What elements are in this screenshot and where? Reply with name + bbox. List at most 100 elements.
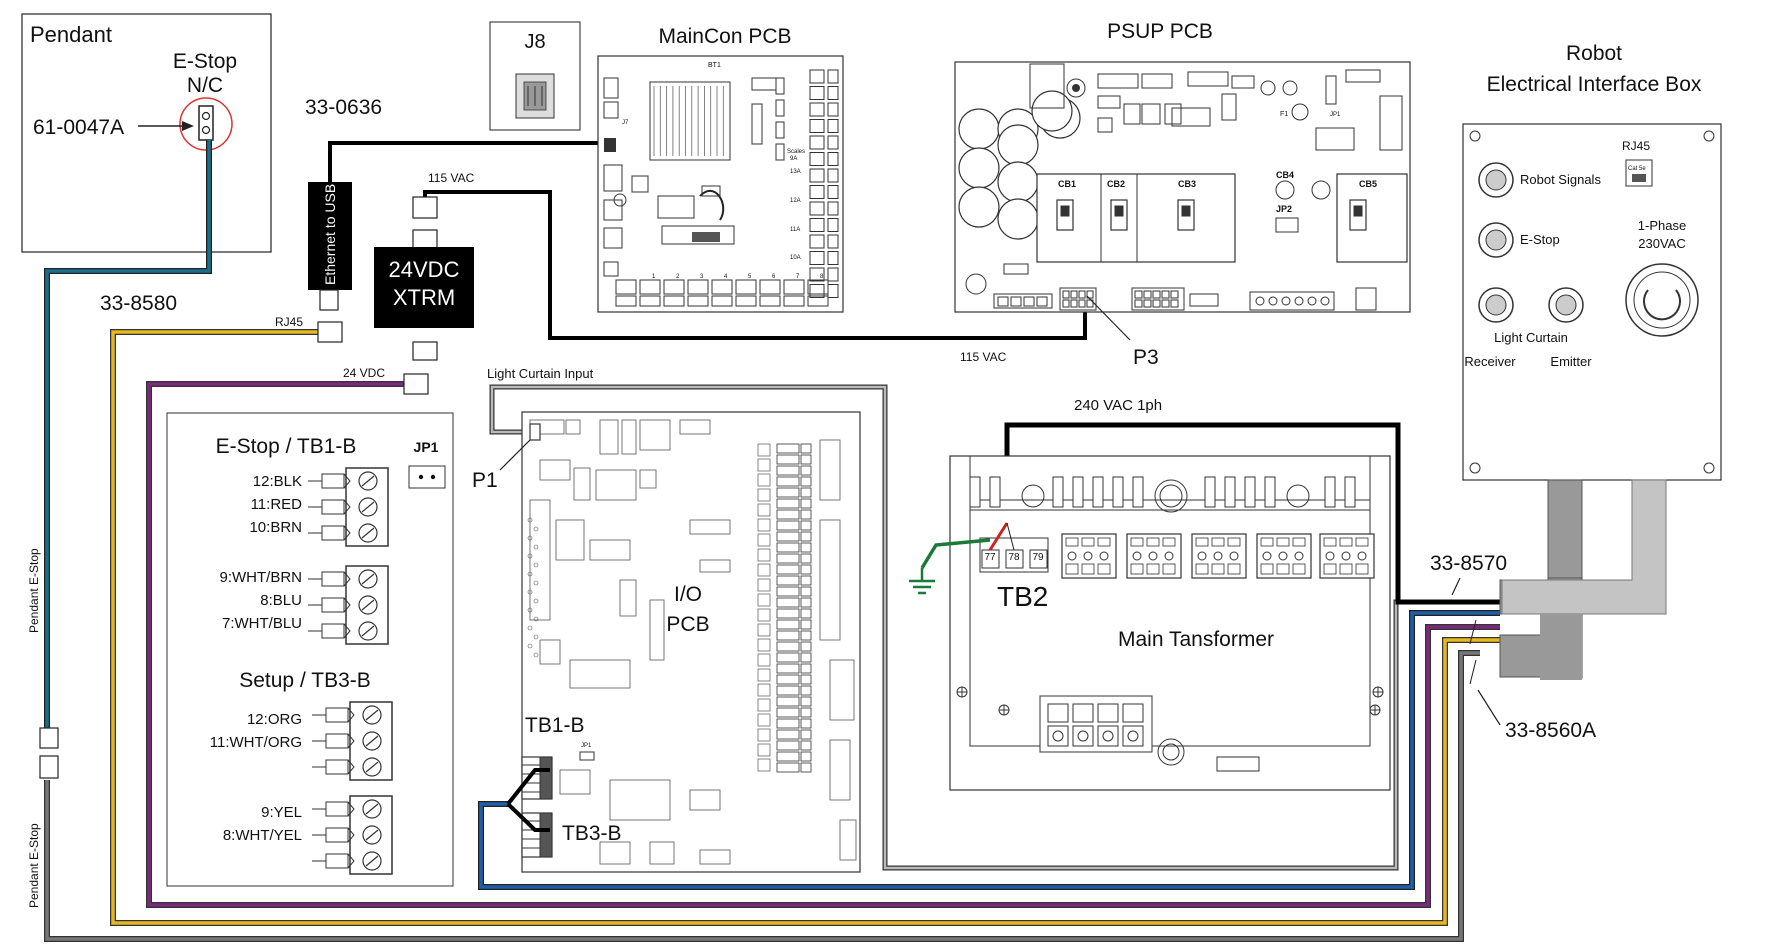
inset-estop-wire-b-1: 8:BLU: [260, 592, 302, 609]
robot-signals-label: Robot Signals: [1520, 172, 1601, 187]
cb3-label: CB3: [1178, 179, 1196, 189]
inset-estop-wire-a-0: 12:BLK: [253, 473, 302, 490]
tb2-term-78: 78: [1008, 552, 1020, 563]
psup-pcb-title: PSUP PCB: [1107, 20, 1213, 43]
j7-label: J7: [622, 120, 629, 126]
terminal-inset: E-Stop / TB1-B JP1 Setup / TB3-B 12:BLK 1…: [166, 412, 454, 887]
receiver-label: Receiver: [1464, 354, 1516, 369]
maincon-10a: 10A: [790, 255, 801, 261]
one-phase-line1: 1-Phase: [1638, 218, 1686, 233]
cable-33-8580-label: 33-8580: [100, 292, 177, 315]
maincon-pin-4: 4: [724, 274, 728, 280]
maincon-pin-8: 8: [820, 274, 824, 280]
tb2-label: TB2: [997, 581, 1048, 612]
cable-33-8570-label: 33-8570: [1430, 552, 1507, 575]
maincon-12a: 12A: [790, 198, 801, 204]
io-pcb: I/O PCB TB1-B TB3-B JP1: [506, 411, 861, 873]
maincon-pin-7: 7: [796, 274, 800, 280]
part-61-0047a-label: 61-0047A: [33, 116, 124, 139]
maincon-pin-6: 6: [772, 274, 776, 280]
ethernet-to-usb-adapter: Ethernet to USB RJ45: [275, 182, 352, 343]
cb1-label: CB1: [1058, 179, 1076, 189]
maincon-pin-2: 2: [676, 274, 680, 280]
io-pcb-label-1: I/O: [674, 583, 702, 606]
inset-estop-wire-b-0: 9:WHT/BRN: [220, 569, 303, 586]
robot-box-title-2: Electrical Interface Box: [1487, 73, 1702, 96]
bt1-label: BT1: [708, 62, 721, 69]
pendant-estop-label-2: Pendant E-Stop: [27, 823, 41, 908]
cb5-label: CB5: [1359, 179, 1377, 189]
inset-estop-wire-b-2: 7:WHT/BLU: [222, 615, 302, 632]
tb2-term-77: 77: [984, 552, 996, 563]
light-curtain-input-label: Light Curtain Input: [487, 366, 594, 381]
maincon-13a: 13A: [790, 169, 801, 175]
power-supply-24vdc: 24VDC XTRM 115 VAC 24 VDC: [343, 171, 475, 395]
robot-box-title-1: Robot: [1566, 42, 1622, 65]
xtrm-line2: XTRM: [393, 285, 455, 310]
main-transformer-label: Main Tansformer: [1118, 628, 1274, 651]
vac115-top-label: 115 VAC: [428, 171, 475, 185]
maincon-11a: 11A: [790, 227, 800, 233]
setup-tb3b-title: Setup / TB3-B: [239, 669, 371, 692]
power-inlet-icon: [1625, 263, 1699, 337]
ground-wire: [920, 538, 991, 569]
psup-jp1-label: JP1: [1330, 112, 1341, 118]
one-phase-line2: 230VAC: [1638, 236, 1685, 251]
scales-label: Scales: [787, 149, 805, 155]
inset-setup-wire-a-0: 12:ORG: [247, 711, 302, 728]
maincon-pcb-title: MainCon PCB: [658, 25, 791, 48]
jp2-label: JP2: [1276, 204, 1292, 214]
cable-harness: [1499, 479, 1667, 680]
xtrm-line1: 24VDC: [389, 257, 460, 282]
rj45-port-icon: [1625, 159, 1653, 187]
emitter-label: Emitter: [1550, 354, 1592, 369]
j8-inset: J8: [489, 21, 581, 131]
maincon-pin-1: 1: [652, 274, 656, 280]
f1-label: F1: [1280, 111, 1288, 118]
robot-interface-box: Robot Electrical Interface Box RJ45 Cat …: [1462, 42, 1722, 481]
psup-pcb: PSUP PCB F1 JP1 CB1 CB2 CB3 CB4 CB5 JP2: [954, 20, 1411, 313]
inset-jp1-label: JP1: [414, 439, 439, 455]
rj45-cable-label: RJ45: [275, 315, 303, 329]
vdc24-label: 24 VDC: [343, 366, 385, 380]
cat5e-label: Cat 5e: [1628, 166, 1646, 172]
tb2-term-79: 79: [1032, 552, 1044, 563]
maincon-pin-5: 5: [748, 274, 752, 280]
tb3b-label: TB3-B: [562, 822, 622, 845]
p3-label: P3: [1133, 346, 1159, 369]
pendant-estop-label-1: Pendant E-Stop: [27, 548, 41, 633]
rj45-connector: [317, 321, 343, 343]
maincon-pin-3: 3: [700, 274, 704, 280]
rj45-port-label: RJ45: [1622, 139, 1650, 153]
cb2-label: CB2: [1107, 179, 1125, 189]
inset-setup-wire-a-1: 11:WHT/ORG: [210, 734, 302, 751]
p1-label: P1: [472, 469, 498, 492]
inset-estop-wire-a-2: 10:BRN: [249, 519, 302, 536]
tb1b-label: TB1-B: [525, 714, 585, 737]
pendant-estop-plug: [39, 727, 59, 779]
io-jp1-label: JP1: [581, 743, 592, 749]
pendant-label: Pendant: [30, 22, 112, 47]
inset-setup-wire-b-0: 9:YEL: [261, 804, 302, 821]
pendant-box: Pendant E-Stop N/C 61-0047A: [21, 13, 272, 253]
maincon-pcb: MainCon PCB BT1 J7 Scales 13A 12A 11A 10…: [597, 25, 844, 313]
estop-tb1b-title: E-Stop / TB1-B: [216, 435, 357, 458]
cable-33-0636-label: 33-0636: [305, 96, 382, 119]
estop-switch-icon: [198, 105, 214, 141]
estop-nc-line2: N/C: [187, 74, 223, 97]
cb4-label: CB4: [1276, 170, 1294, 180]
ground-icon: [909, 568, 935, 595]
estop-nc-line1: E-Stop: [173, 50, 237, 73]
cable-33-0636: [328, 141, 606, 182]
main-transformer: 77 78 79 TB2 Main Tansformer: [949, 455, 1391, 791]
cable-33-8560a-label: 33-8560A: [1505, 719, 1596, 742]
estop-connector-label: E-Stop: [1520, 232, 1560, 247]
io-pcb-label-2: PCB: [666, 613, 709, 636]
vac240-label: 240 VAC 1ph: [1074, 397, 1162, 414]
j8-label: J8: [524, 31, 545, 53]
cable-115vac: [423, 190, 1087, 340]
ethernet-to-usb-label: Ethernet to USB: [322, 184, 338, 285]
inset-setup-wire-b-1: 8:WHT/YEL: [223, 827, 302, 844]
inset-estop-wire-a-1: 11:RED: [251, 496, 303, 513]
